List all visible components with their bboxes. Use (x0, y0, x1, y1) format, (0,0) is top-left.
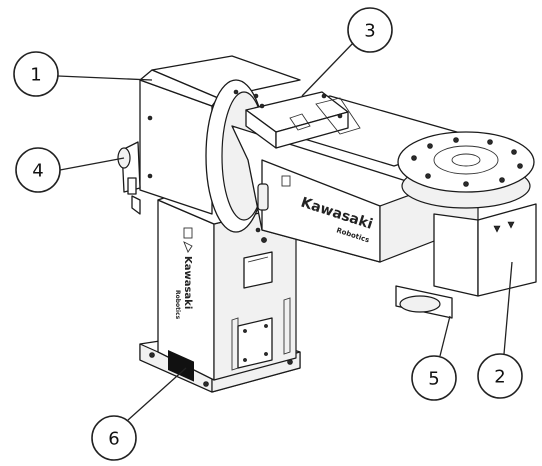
callout-1-label: 1 (30, 65, 41, 86)
callout-2: 2 (477, 353, 523, 399)
leader-line-5 (439, 315, 451, 357)
callout-4-label: 4 (32, 161, 43, 182)
side-motor (117, 141, 141, 215)
callout-2-label: 2 (494, 367, 505, 388)
callout-1: 1 (13, 51, 59, 97)
callout-6-label: 6 (108, 429, 119, 450)
callout-5: 5 (411, 355, 457, 401)
rotary-table (397, 131, 535, 209)
pedestal-brand-text: Kawasaki (182, 256, 193, 309)
callout-6: 6 (91, 415, 137, 461)
leader-lines (57, 41, 513, 421)
leader-line-4 (59, 157, 125, 171)
callout-3: 3 (347, 7, 393, 53)
leader-line-6 (127, 367, 187, 421)
leader-line-1 (57, 75, 153, 81)
pedestal-subbrand-text: Robotics (174, 290, 181, 320)
leader-line-2 (503, 261, 513, 355)
callout-5-label: 5 (428, 369, 439, 390)
callout-4: 4 (15, 147, 61, 193)
leader-line-3 (301, 41, 355, 97)
end-housing (395, 203, 537, 319)
callout-3-label: 3 (364, 21, 375, 42)
